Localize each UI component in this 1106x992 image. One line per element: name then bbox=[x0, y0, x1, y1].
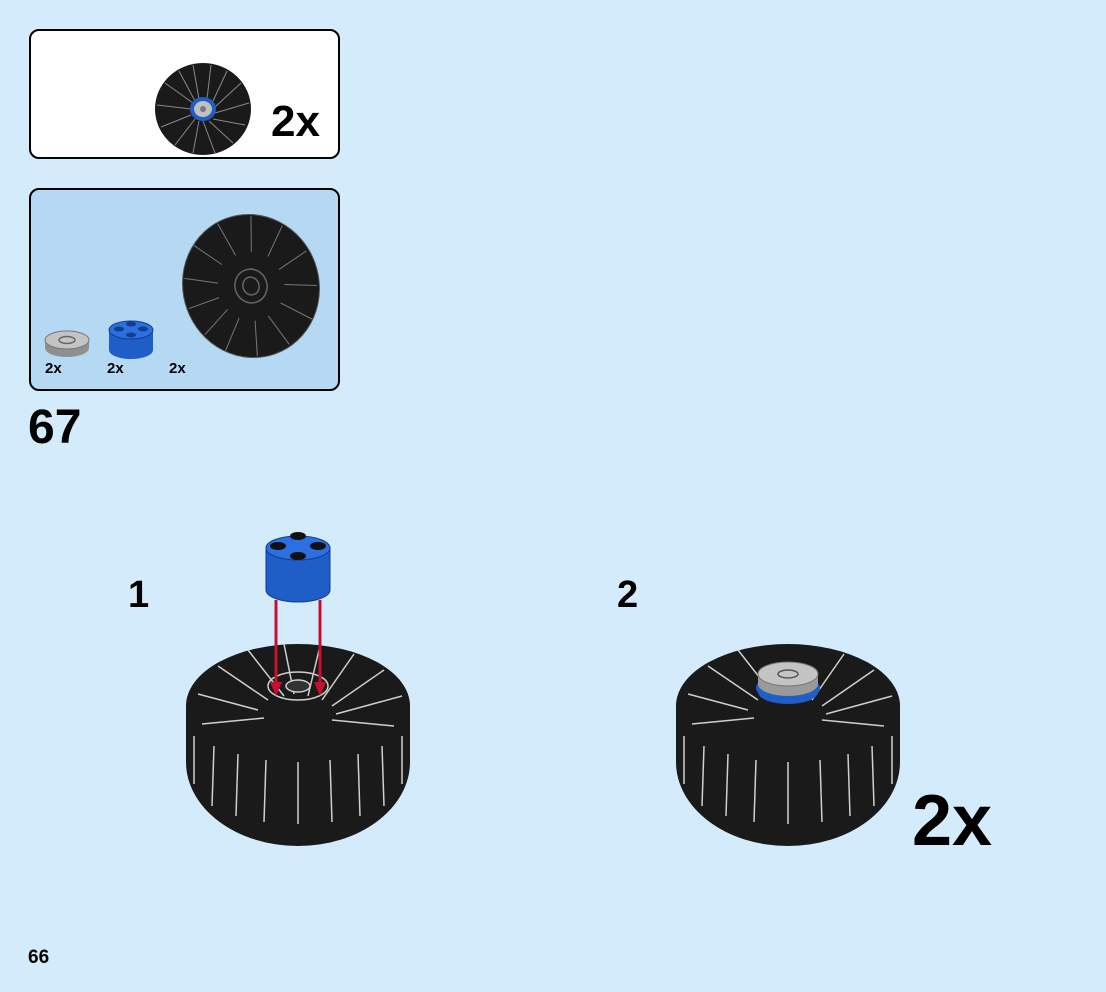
blue-round-brick-icon bbox=[108, 320, 154, 359]
part-qty-brick: 2x bbox=[107, 360, 124, 377]
part-qty-tile: 2x bbox=[45, 360, 62, 377]
substep-1-number: 1 bbox=[128, 574, 150, 616]
subassembly-callout: 2x bbox=[29, 29, 340, 159]
tire-large-right bbox=[676, 644, 900, 846]
wheel-assembly-icon bbox=[155, 63, 251, 155]
tire-large-left bbox=[186, 643, 410, 846]
part-qty-tire: 2x bbox=[169, 360, 186, 377]
substep-2-number: 2 bbox=[617, 574, 639, 616]
black-tire-icon bbox=[182, 213, 320, 359]
subassembly-multiplier: 2x bbox=[271, 97, 320, 146]
substep-2-multiplier: 2x bbox=[912, 781, 993, 861]
page-number: 66 bbox=[28, 947, 50, 968]
parts-list: 2x 2x 2x bbox=[29, 188, 340, 391]
step-number: 67 bbox=[28, 401, 82, 454]
insert-arrows bbox=[270, 600, 326, 696]
gray-round-tile-icon bbox=[44, 330, 90, 357]
blue-round-brick-insert bbox=[265, 532, 331, 603]
